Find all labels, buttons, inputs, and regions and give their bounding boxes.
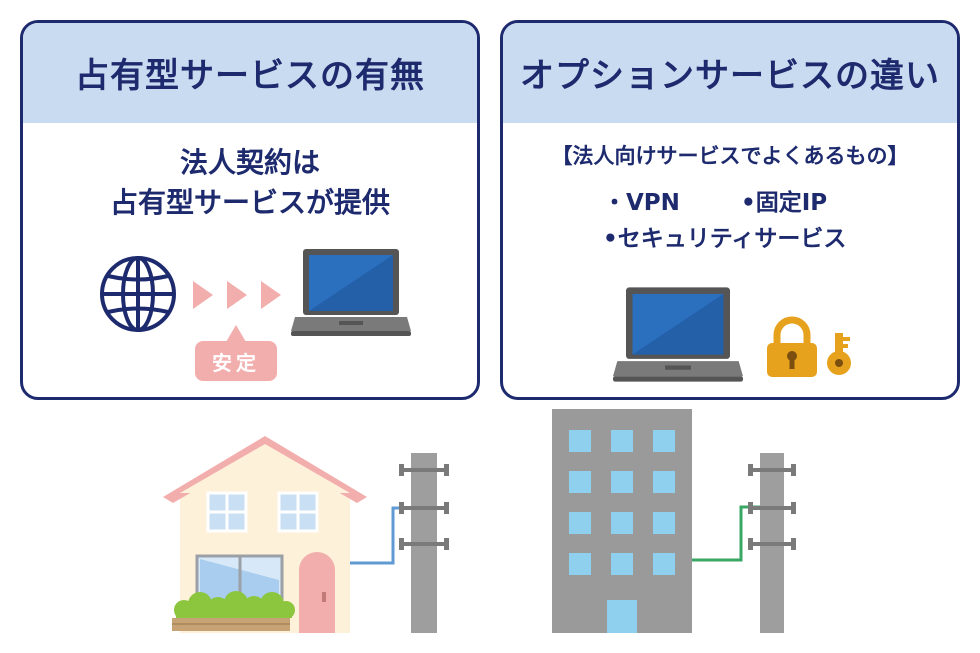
laptop-icon [291,249,411,336]
utility-pole [748,453,796,633]
stable-badge: 安定 [195,341,277,381]
utility-pole [399,453,449,633]
globe-icon [100,256,176,332]
padlock-icon [767,316,817,377]
panel-option-services: オプションサービスの違い 【法人向けサービスでよくあるもの】 ・VPN •固定I… [500,20,960,400]
arrow-right-icon [193,281,281,309]
panel-description: 法人契約は 占有型サービスが提供 [23,143,477,223]
feature-security-service: •セキュリティサービス [603,226,847,252]
panel-title: オプションサービスの違い [503,23,957,123]
badge-pointer [226,325,246,342]
office-building [552,409,692,633]
description-line-1: 法人契約は [179,146,320,179]
panel-dedicated-service: 占有型サービスの有無 法人契約は 占有型サービスが提供 安定 [20,20,480,400]
laptop-icon [613,287,743,382]
key-icon [827,333,851,375]
description-line-2: 占有型サービスが提供 [109,186,390,219]
home-cable [350,506,411,565]
house-illustration [163,436,367,633]
feature-vpn: ・VPN [603,190,680,216]
services-heading: 【法人向けサービスでよくあるもの】 [551,144,909,168]
panel-title: 占有型サービスの有無 [23,23,477,123]
feature-static-ip: •固定IP [741,190,828,216]
office-cable [692,505,760,562]
